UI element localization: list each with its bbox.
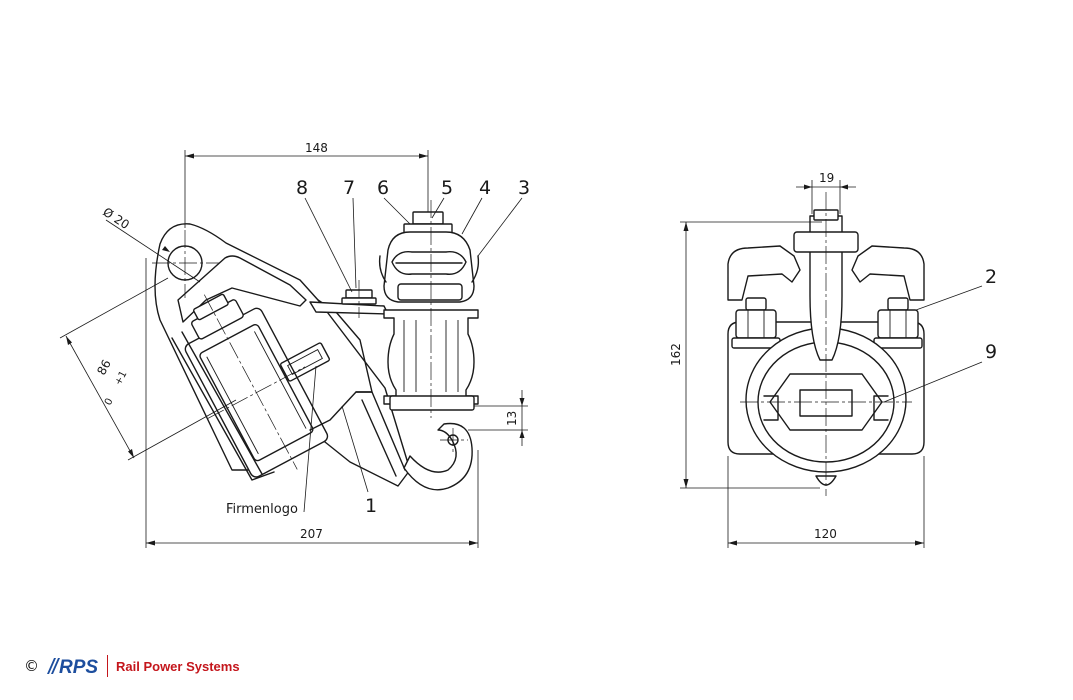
part-number-6: 6: [377, 177, 389, 199]
hook: [403, 422, 473, 491]
nut-left: [731, 297, 781, 349]
part-number-2: 2: [985, 266, 997, 288]
nut-right: [873, 297, 923, 349]
dim-86-tol-upper: +1: [113, 369, 130, 387]
firmenlogo-label: Firmenlogo: [226, 502, 298, 517]
footer: © RPS Rail Power Systems: [24, 652, 240, 680]
part-number-1: 1: [365, 495, 377, 517]
dim-19: 19: [819, 171, 834, 185]
dim-13: 13: [505, 411, 519, 426]
part-number-7: 7: [343, 177, 355, 199]
dim-hole-diameter: Ø 20: [100, 205, 132, 232]
dim-86-tol-lower: 0: [103, 397, 116, 408]
clamp-assembly: [378, 200, 480, 418]
front-view-leaders: [883, 285, 983, 403]
part-number-3: 3: [518, 177, 530, 199]
part-number-9: 9: [985, 341, 997, 363]
dim-120: 120: [814, 527, 837, 541]
part-number-4: 4: [479, 177, 491, 199]
footer-divider: [107, 655, 108, 677]
rps-logo-icon: RPS: [47, 657, 98, 678]
side-view-dimensions: [59, 150, 528, 548]
bracket-window: [177, 255, 307, 323]
dim-207: 207: [300, 527, 323, 541]
angled-cylinder: [184, 293, 329, 478]
company-name: Rail Power Systems: [116, 658, 240, 674]
part-number-5: 5: [441, 177, 453, 199]
dim-86: 86: [94, 357, 114, 377]
side-view-leaders: [303, 197, 523, 513]
front-view: [727, 192, 925, 496]
copyright-symbol: ©: [24, 657, 39, 675]
side-view: [152, 200, 480, 491]
dim-162: 162: [669, 343, 683, 366]
dim-148: 148: [305, 141, 328, 155]
part-number-8: 8: [296, 177, 308, 199]
front-view-dimensions: [680, 180, 925, 548]
rps-logo-text: RPS: [59, 657, 98, 678]
